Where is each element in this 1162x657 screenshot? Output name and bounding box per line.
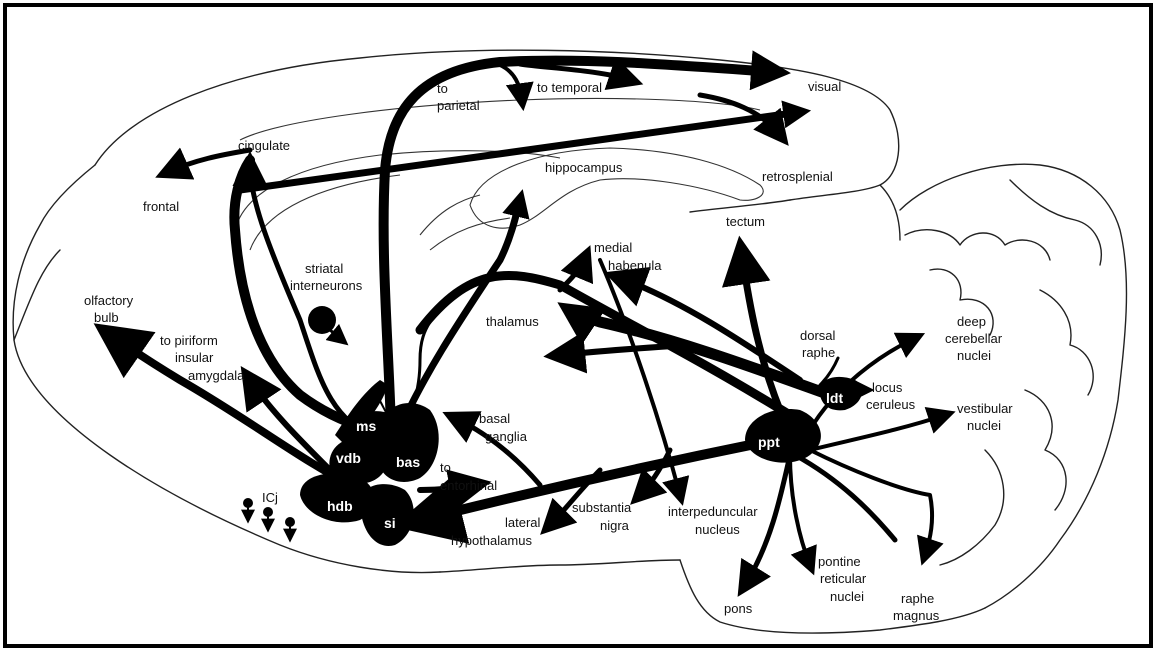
label-basal: basal <box>479 411 510 426</box>
label-pontine-nuclei: nuclei <box>830 589 864 604</box>
label-pontine: pontine <box>818 554 861 569</box>
label-vestibular-nuclei: nuclei <box>967 418 1001 433</box>
label-icj: ICj <box>262 490 278 505</box>
label-locus: locus <box>872 380 903 395</box>
nucleus-ldt: ldt <box>826 390 843 406</box>
label-raphe-magnus-1: raphe <box>901 591 934 606</box>
nucleus-ppt: ppt <box>758 434 780 450</box>
label-hypothalamus: hypothalamus <box>451 533 532 548</box>
label-frontal: frontal <box>143 199 179 214</box>
label-visual: visual <box>808 79 841 94</box>
label-cerebellar-nuclei: nuclei <box>957 348 991 363</box>
label-hippocampus: hippocampus <box>545 160 623 175</box>
label-raphe: raphe <box>802 345 835 360</box>
label-tectum: tectum <box>726 214 765 229</box>
label-thalamus: thalamus <box>486 314 539 329</box>
label-amygdala: amygdala <box>188 368 245 383</box>
label-to-entorhinal-1: to <box>440 460 451 475</box>
region-labels: visual to parietal to temporal cingulate… <box>84 79 1013 623</box>
label-nucleus: nucleus <box>695 522 740 537</box>
label-dorsal: dorsal <box>800 328 836 343</box>
label-medial: medial <box>594 240 632 255</box>
label-bulb: bulb <box>94 310 119 325</box>
label-insular: insular <box>175 350 214 365</box>
label-vestibular: vestibular <box>957 401 1013 416</box>
label-habenula: habenula <box>608 258 662 273</box>
inner-structures <box>235 98 763 250</box>
striatal-cell <box>308 306 342 340</box>
label-ganglia: ganglia <box>485 429 528 444</box>
label-to-parietal-2: parietal <box>437 98 480 113</box>
label-pons: pons <box>724 601 753 616</box>
label-lateral: lateral <box>505 515 541 530</box>
nucleus-bas: bas <box>396 454 420 470</box>
label-reticular: reticular <box>820 571 867 586</box>
label-raphe-magnus-2: magnus <box>893 608 940 623</box>
label-olfactory: olfactory <box>84 293 134 308</box>
label-to-entorhinal-2: entorhinal <box>440 478 497 493</box>
label-deep: deep <box>957 314 986 329</box>
nucleus-hdb: hdb <box>327 498 353 514</box>
nucleus-si: si <box>384 515 396 531</box>
label-cingulate: cingulate <box>238 138 290 153</box>
nucleus-ms: ms <box>356 418 376 434</box>
label-substantia: substantia <box>572 500 632 515</box>
label-interpeduncular: interpeduncular <box>668 504 758 519</box>
label-to-temporal: to temporal <box>537 80 602 95</box>
label-striatal: striatal <box>305 261 343 276</box>
label-cerebellar: cerebellar <box>945 331 1003 346</box>
label-retrosplenial: retrosplenial <box>762 169 833 184</box>
label-nigra: nigra <box>600 518 630 533</box>
label-interneurons: interneurons <box>290 278 363 293</box>
label-to-piriform: to piriform <box>160 333 218 348</box>
label-ceruleus: ceruleus <box>866 397 916 412</box>
label-to-parietal-1: to <box>437 81 448 96</box>
nucleus-vdb: vdb <box>336 450 361 466</box>
